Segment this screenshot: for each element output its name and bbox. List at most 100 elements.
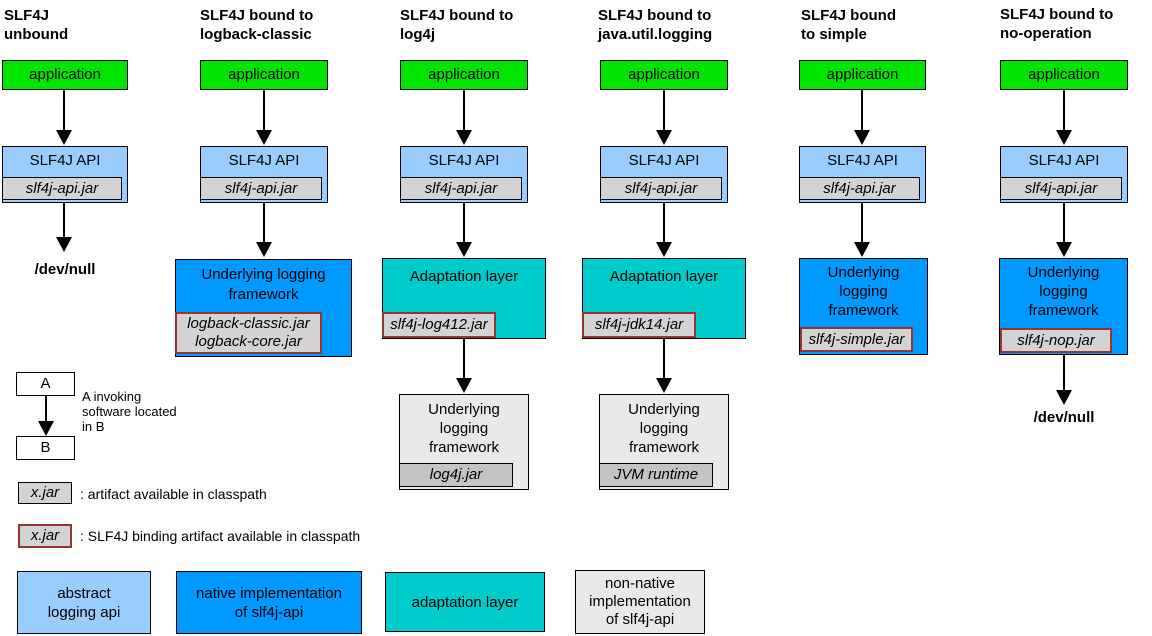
legend-arrow xyxy=(45,396,47,422)
slf4j-api-box-col4: SLF4J API slf4j-api.jar xyxy=(600,146,728,203)
application-box-col2: application xyxy=(200,60,328,90)
arrowhead-icon xyxy=(656,242,672,257)
slf4j-api-box-col1: SLF4J API slf4j-api.jar xyxy=(2,146,128,203)
slf4j-api-box-col5: SLF4J API slf4j-api.jar xyxy=(799,146,926,203)
underlying-framework-label: Underlying logging framework xyxy=(827,264,900,319)
arrow-api-devnull-col1 xyxy=(63,203,65,238)
slf4j-nop-jar: slf4j-nop.jar xyxy=(1000,328,1112,353)
legend-artifact-jar: x.jar xyxy=(18,482,72,504)
legend-binding-jar: x.jar xyxy=(18,524,72,548)
arrow-app-api-col6 xyxy=(1063,90,1065,131)
arrow-api-framework-col5 xyxy=(861,203,863,243)
slf4j-api-label: SLF4J API xyxy=(228,152,300,169)
underlying-framework-label: Underlying logging framework xyxy=(628,401,700,456)
application-label: application xyxy=(826,66,899,83)
arrowhead-icon xyxy=(656,130,672,145)
arrowhead-icon xyxy=(854,242,870,257)
column-title-logback-classic: SLF4J bound to logback-classic xyxy=(200,7,314,43)
slf4j-api-label: SLF4J API xyxy=(1028,152,1100,169)
application-box-col4: application xyxy=(600,60,728,90)
arrowhead-icon xyxy=(1056,242,1072,257)
slf4j-simple-jar: slf4j-simple.jar xyxy=(800,327,913,352)
column-title-jul: SLF4J bound to java.util.logging xyxy=(598,7,713,43)
underlying-framework-box-col5: Underlying logging framework slf4j-simpl… xyxy=(799,258,928,355)
arrowhead-icon xyxy=(256,130,272,145)
arrowhead-icon xyxy=(38,421,54,436)
arrow-app-api-col2 xyxy=(263,90,265,131)
slf4j-api-label: SLF4J API xyxy=(827,152,898,169)
application-label: application xyxy=(29,66,101,83)
application-label: application xyxy=(428,66,500,83)
arrowhead-icon xyxy=(656,378,672,393)
slf4j-api-box-col2: SLF4J API slf4j-api.jar xyxy=(200,146,328,203)
application-label: application xyxy=(1028,66,1100,83)
legend-binding-text: : SLF4J binding artifact available in cl… xyxy=(80,528,361,544)
key-abstract-logging-api: abstract logging api xyxy=(17,571,151,634)
arrow-app-api-col5 xyxy=(861,90,863,131)
underlying-framework-box-col6: Underlying logging framework slf4j-nop.j… xyxy=(999,258,1128,355)
underlying-framework-box-col3: Underlying logging framework log4j.jar xyxy=(399,394,529,490)
arrow-app-api-col1 xyxy=(63,90,65,131)
arrowhead-icon xyxy=(56,237,72,252)
arrowhead-icon xyxy=(456,130,472,145)
arrowhead-icon xyxy=(256,242,272,257)
column-title-unbound: SLF4J unbound xyxy=(4,7,69,43)
key-native-implementation: native implementation of slf4j-api xyxy=(176,571,362,634)
slf4j-api-jar: slf4j-api.jar xyxy=(1000,177,1122,200)
application-label: application xyxy=(628,66,700,83)
arrow-api-adapter-col4 xyxy=(663,203,665,243)
dev-null-label-col6: /dev/null xyxy=(1033,409,1095,426)
slf4j-api-label: SLF4J API xyxy=(428,152,500,169)
adaptation-layer-box-col3: Adaptation layer slf4j-log412.jar xyxy=(382,258,546,339)
arrow-api-framework-col2 xyxy=(263,203,265,243)
slf4j-api-box-col6: SLF4J API slf4j-api.jar xyxy=(1000,146,1128,203)
underlying-framework-box-col4: Underlying logging framework JVM runtime xyxy=(599,394,729,490)
slf4j-api-label: SLF4J API xyxy=(29,152,101,169)
legend-invoke-text: A invoking software located in B xyxy=(82,389,177,434)
slf4j-api-jar: slf4j-api.jar xyxy=(200,177,322,200)
slf4j-api-box-col3: SLF4J API slf4j-api.jar xyxy=(400,146,528,203)
slf4j-api-jar: slf4j-api.jar xyxy=(600,177,722,200)
application-label: application xyxy=(228,66,300,83)
arrow-api-adapter-col3 xyxy=(463,203,465,243)
slf4j-api-jar: slf4j-api.jar xyxy=(2,177,122,200)
application-box-col3: application xyxy=(400,60,528,90)
underlying-framework-box-col2: Underlying logging framework logback-cla… xyxy=(175,259,352,357)
adaptation-layer-label: Adaptation layer xyxy=(409,268,519,285)
legend-artifact-text: : artifact available in classpath xyxy=(80,486,267,502)
arrow-api-framework-col6 xyxy=(1063,203,1065,243)
key-adaptation-layer: adaptation layer xyxy=(385,572,545,632)
dev-null-label-col1: /dev/null xyxy=(34,261,96,278)
adaptation-layer-box-col4: Adaptation layer slf4j-jdk14.jar xyxy=(582,258,746,339)
arrowhead-icon xyxy=(1056,130,1072,145)
underlying-framework-label: Underlying logging framework xyxy=(201,266,326,303)
slf4j-api-jar: slf4j-api.jar xyxy=(799,177,920,200)
application-box-col6: application xyxy=(1000,60,1128,90)
adaptation-layer-label: Adaptation layer xyxy=(609,268,719,285)
arrowhead-icon xyxy=(456,242,472,257)
arrow-adapter-framework-col3 xyxy=(463,339,465,379)
key-non-native-implementation: non-native implementation of slf4j-api xyxy=(575,570,705,634)
legend-box-a: A xyxy=(16,372,75,396)
arrow-adapter-framework-col4 xyxy=(663,339,665,379)
slf4j-jdk14-jar: slf4j-jdk14.jar xyxy=(582,312,696,338)
arrow-framework-devnull-col6 xyxy=(1063,355,1065,391)
slf4j-log412-jar: slf4j-log412.jar xyxy=(382,312,496,338)
application-box-col1: application xyxy=(2,60,128,90)
underlying-framework-label: Underlying logging framework xyxy=(428,401,500,456)
application-box-col5: application xyxy=(799,60,926,90)
column-title-no-operation: SLF4J bound to no-operation xyxy=(1000,6,1114,42)
arrowhead-icon xyxy=(456,378,472,393)
column-title-log4j: SLF4J bound to log4j xyxy=(400,7,514,43)
underlying-framework-label: Underlying logging framework xyxy=(1027,264,1100,319)
slf4j-api-label: SLF4J API xyxy=(628,152,700,169)
arrow-app-api-col4 xyxy=(663,90,665,131)
arrowhead-icon xyxy=(854,130,870,145)
arrow-app-api-col3 xyxy=(463,90,465,131)
logback-jars: logback-classic.jar logback-core.jar xyxy=(175,312,322,354)
slf4j-api-jar: slf4j-api.jar xyxy=(400,177,522,200)
arrowhead-icon xyxy=(1056,390,1072,405)
legend-box-b: B xyxy=(16,436,75,460)
legend-box-a-label: A xyxy=(40,375,51,392)
